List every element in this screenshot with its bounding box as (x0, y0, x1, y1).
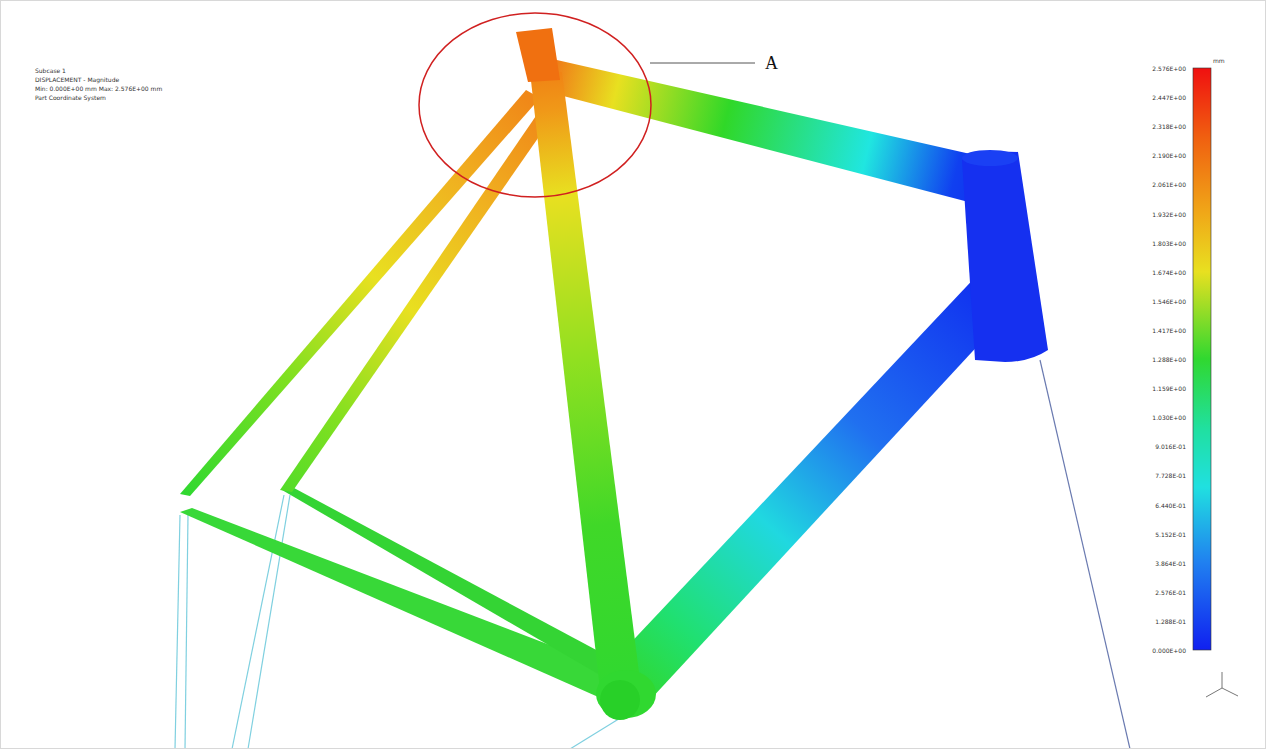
scale-value: 1.546E+00 (1152, 299, 1186, 305)
scale-value: 1.288E+00 (1152, 357, 1186, 363)
scale-value: 7.728E-01 (1155, 473, 1186, 479)
scale-value: 2.576E-01 (1155, 590, 1186, 596)
scale-value: 3.864E-01 (1155, 561, 1186, 567)
plot-header: DISPLACEMENT - Magnitude (35, 77, 119, 83)
scale-value: 1.674E+00 (1152, 270, 1186, 276)
scale-value: 1.417E+00 (1152, 328, 1186, 334)
scale-value: 6.440E-01 (1155, 503, 1186, 509)
scale-value: 2.061E+00 (1152, 182, 1186, 188)
scale-value: 2.318E+00 (1152, 124, 1186, 130)
scale-value: 5.152E-01 (1155, 532, 1186, 538)
scale-value: 2.447E+00 (1152, 95, 1186, 101)
scale-value: 9.016E-01 (1155, 444, 1186, 450)
scale-value: 0.000E+00 (1152, 648, 1186, 654)
scale-value: 1.803E+00 (1152, 241, 1186, 247)
scale-value: 1.288E-01 (1155, 619, 1186, 625)
callout-letter: A (765, 54, 778, 72)
plot-header: Part Coordinate System (35, 95, 106, 101)
plot-header: Min: 0.000E+00 mm Max: 2.576E+00 mm (35, 86, 162, 92)
scale-value: 1.932E+00 (1152, 212, 1186, 218)
scale-value: 2.190E+00 (1152, 153, 1186, 159)
scale-value: 1.030E+00 (1152, 415, 1186, 421)
unit-label: mm (1213, 58, 1225, 64)
scale-value: 2.576E+00 (1152, 66, 1186, 72)
plot-header: Subcase 1 (35, 68, 66, 74)
scale-value: 1.159E+00 (1152, 386, 1186, 392)
